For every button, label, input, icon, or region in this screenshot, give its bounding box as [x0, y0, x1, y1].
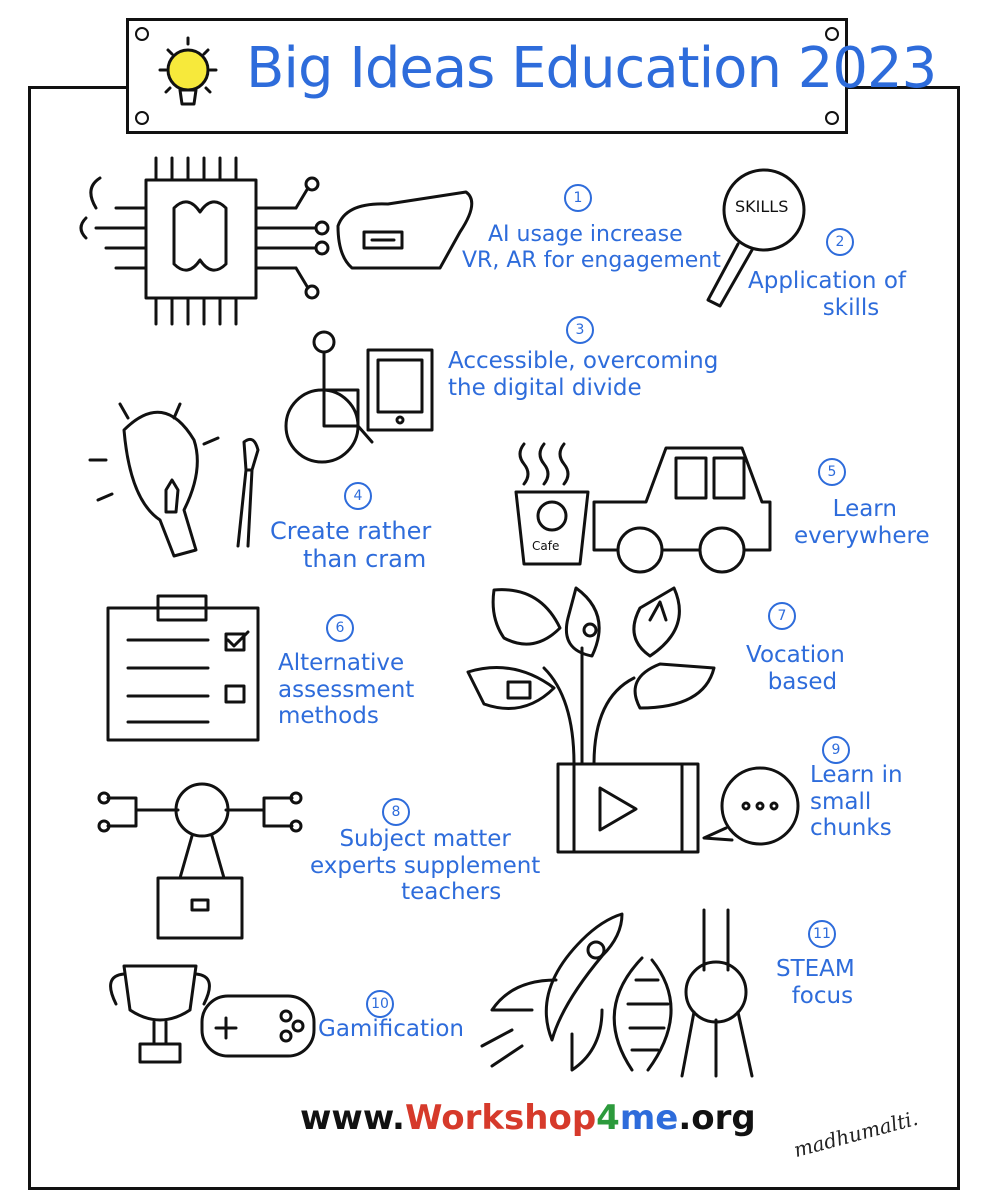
idea-line: Gamification: [318, 1016, 464, 1042]
idea-number: 1: [564, 184, 592, 212]
idea-line: methods: [278, 703, 379, 730]
idea-line: STEAM: [776, 956, 855, 982]
idea-text: Vocation based: [746, 642, 845, 695]
idea-line: teachers: [401, 879, 502, 906]
idea-bulb-icon: [88, 402, 260, 558]
trophy-controller-icon: [109, 964, 316, 1064]
idea-line: assessment: [278, 676, 415, 703]
idea-number: 7: [768, 602, 796, 630]
idea-line: the digital divide: [448, 374, 642, 401]
idea-number: 10: [366, 990, 394, 1018]
idea-text: Gamification: [318, 1016, 464, 1043]
idea-number: 6: [326, 614, 354, 642]
idea-number: 11: [808, 920, 836, 948]
idea-line: AI usage increase: [488, 222, 683, 247]
idea-number: 3: [566, 316, 594, 344]
idea-line: Create rather: [270, 517, 432, 545]
url-suffix: .org: [678, 1098, 756, 1138]
screw-icon: [135, 27, 149, 41]
brand-w: W: [404, 1098, 442, 1138]
brand-four: 4: [596, 1098, 620, 1138]
steam-icon: [480, 908, 754, 1078]
idea-number: 8: [382, 798, 410, 826]
idea-line: everywhere: [794, 522, 930, 549]
idea-line: experts supplement: [310, 852, 541, 879]
idea-text: Alternative assessment methods: [278, 650, 414, 730]
idea-line: than cram: [302, 544, 427, 573]
screw-icon: [825, 111, 839, 125]
screw-icon: [135, 111, 149, 125]
idea-line: Subject matter: [339, 826, 511, 852]
idea-line: VR, AR for engagement: [462, 247, 721, 273]
cafe-car-icon: [514, 442, 772, 574]
idea-line: Accessible, overcoming: [448, 348, 719, 374]
idea-line: based: [767, 668, 838, 695]
idea-line: Alternative: [278, 650, 405, 676]
video-chat-icon: [556, 762, 800, 854]
idea-text: Subject matter experts supplement teache…: [310, 826, 540, 906]
idea-text: STEAM focus: [776, 956, 855, 1009]
idea-number: 4: [344, 482, 372, 510]
brand-me: me: [619, 1098, 679, 1138]
website-link[interactable]: www.Workshop4me.org: [300, 1098, 756, 1138]
idea-text: AI usage increase VR, AR for engagement: [462, 222, 721, 273]
idea-line: skills: [822, 294, 880, 321]
idea-text: Application of skills: [748, 268, 906, 321]
idea-line: Learn in: [810, 762, 903, 788]
clipboard-icon: [106, 594, 260, 742]
idea-line: Vocation: [746, 642, 845, 668]
idea-number: 9: [822, 736, 850, 764]
brand-workshop: orkshop: [441, 1098, 597, 1138]
idea-line: chunks: [810, 815, 892, 842]
idea-line: focus: [791, 982, 854, 1009]
page-title: Big Ideas Education 2023: [246, 36, 937, 101]
idea-line: Learn: [832, 496, 897, 522]
idea-number: 2: [826, 228, 854, 256]
magnifier-icon: [706, 168, 806, 308]
idea-text: Create rather than cram: [270, 517, 432, 574]
ai-chip-icon: [79, 156, 330, 326]
vr-headset-icon: [336, 190, 474, 270]
expert-network-icon: [97, 782, 303, 940]
vocation-tree-icon: [466, 586, 716, 766]
idea-text: Learn everywhere: [794, 496, 930, 549]
idea-text: Learn in small chunks: [810, 762, 903, 842]
url-prefix: www.: [300, 1098, 405, 1138]
idea-number: 5: [818, 458, 846, 486]
idea-line: small: [810, 788, 872, 815]
idea-line: Application of: [748, 268, 906, 294]
title-banner: [126, 18, 848, 134]
lightbulb-icon: [158, 36, 218, 106]
wheelchair-icon: [284, 330, 434, 464]
skills-label: SKILLS: [735, 197, 789, 216]
screw-icon: [825, 27, 839, 41]
cafe-label: Cafe: [532, 539, 560, 553]
idea-text: Accessible, overcoming the digital divid…: [448, 348, 718, 401]
